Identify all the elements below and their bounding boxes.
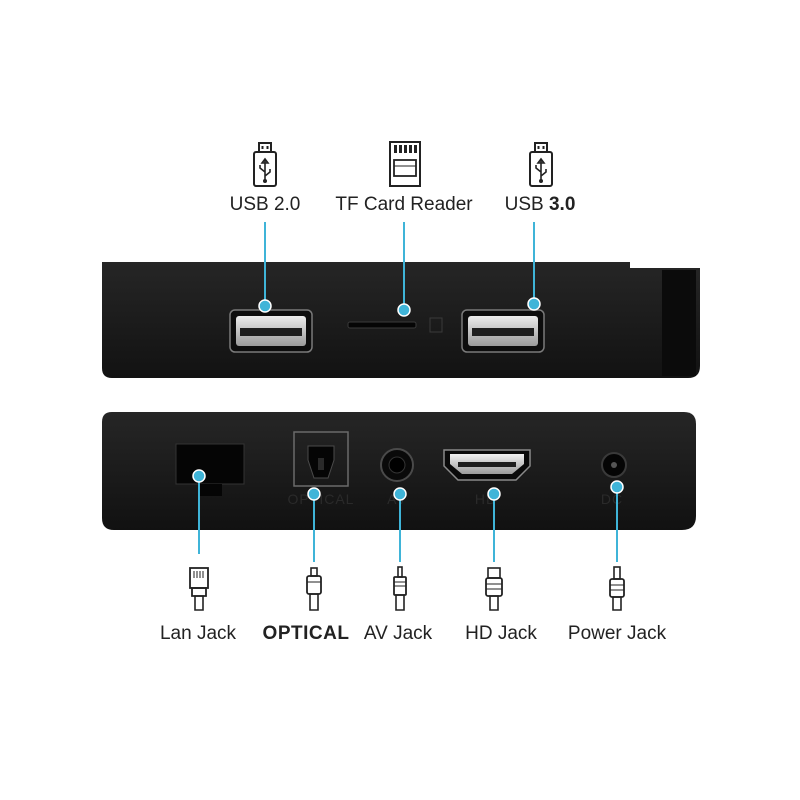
optical-plug-icon (306, 567, 322, 611)
usb3-label-version: 3.0 (548, 194, 576, 215)
hdmi-port (443, 449, 531, 481)
usb-icon (253, 142, 277, 187)
lan-jack-label: Lan Jack (159, 623, 237, 644)
sd-card-icon (389, 141, 421, 187)
dc-port (601, 452, 627, 478)
optical-label: OPTICAL (262, 623, 350, 644)
hdmi-plug-icon (485, 567, 503, 611)
usb3-label-prefix: USB (504, 194, 549, 215)
dc-plug-icon (609, 566, 625, 611)
av-plug-icon (393, 566, 407, 611)
usb3-label: USB 3.0 (505, 194, 576, 216)
sd-card-emblem (429, 317, 443, 333)
power-jack-label: Power Jack (567, 623, 667, 644)
ethernet-plug-icon (189, 567, 209, 611)
hd-jack-label: HD Jack (465, 623, 537, 644)
usb2-port (229, 309, 313, 353)
usb3-port (461, 309, 545, 353)
optical-port (293, 431, 349, 487)
device-print-optical: OPTICAL (287, 491, 355, 507)
tf-card-reader-label: TF Card Reader (335, 194, 473, 215)
av-port (380, 448, 414, 482)
av-jack-label: AV Jack (363, 623, 433, 644)
tf-card-slot (347, 321, 417, 329)
lan-port (175, 443, 245, 496)
usb-icon (529, 142, 553, 187)
usb2-label: USB 2.0 (229, 194, 301, 215)
